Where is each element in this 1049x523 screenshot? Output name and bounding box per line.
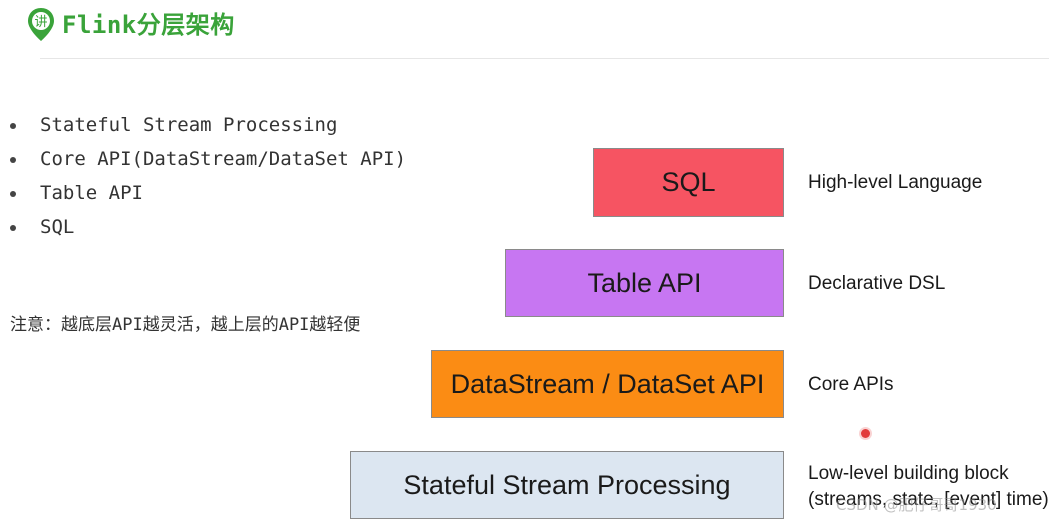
layer-description: Declarative DSL (808, 273, 945, 295)
logo-pin-icon: 讲 (26, 7, 56, 41)
layer-description: Low-level building block (streams, state… (808, 461, 1049, 513)
bullet-dot (10, 123, 16, 129)
laser-pointer-dot (861, 429, 870, 438)
layer-stateful-stream-processing: Stateful Stream Processing (350, 451, 784, 519)
bullet-text: Stateful Stream Processing (40, 114, 338, 136)
note-text: 注意：越底层API越灵活，越上层的API越轻便 (10, 315, 361, 335)
layer-label: Stateful Stream Processing (403, 469, 731, 500)
description-line: Low-level building block (808, 463, 1009, 484)
description-line: Declarative DSL (808, 273, 946, 294)
logo-text: 讲 (34, 15, 47, 30)
layer-description: Core APIs (808, 374, 894, 396)
watermark: CSDN @肥仔哥哥1930 (836, 496, 997, 514)
bullet-dot (10, 157, 16, 163)
bullet-list: Stateful Stream Processing Core API(Data… (10, 110, 406, 246)
layer-table-api: Table API (505, 249, 784, 317)
layer-label: SQL (661, 167, 716, 197)
header: 讲 Flink分层架构 (26, 4, 235, 41)
bullet-item: Stateful Stream Processing (10, 110, 406, 144)
layer-datastream-dataset-api: DataStream / DataSet API (431, 350, 784, 418)
bullet-item: Core API(DataStream/DataSet API) (10, 144, 406, 178)
description-line: (streams, state, [event] time) (808, 489, 1049, 510)
bullet-text: Table API (40, 182, 143, 204)
layer-label: DataStream / DataSet API (450, 368, 765, 399)
bullet-dot (10, 191, 16, 197)
header-divider (40, 58, 1049, 59)
bullet-item: Table API (10, 178, 406, 212)
layer-description: High-level Language (808, 172, 982, 194)
description-line: High-level Language (808, 172, 983, 193)
bullet-dot (10, 225, 16, 231)
bullet-text: SQL (40, 216, 75, 238)
bullet-item: SQL (10, 212, 406, 246)
layer-label: Table API (587, 267, 702, 298)
layer-sql: SQL (593, 148, 784, 217)
description-line: Core APIs (808, 374, 894, 395)
bullet-text: Core API(DataStream/DataSet API) (40, 148, 407, 170)
page-title: Flink分层架构 (62, 10, 235, 39)
